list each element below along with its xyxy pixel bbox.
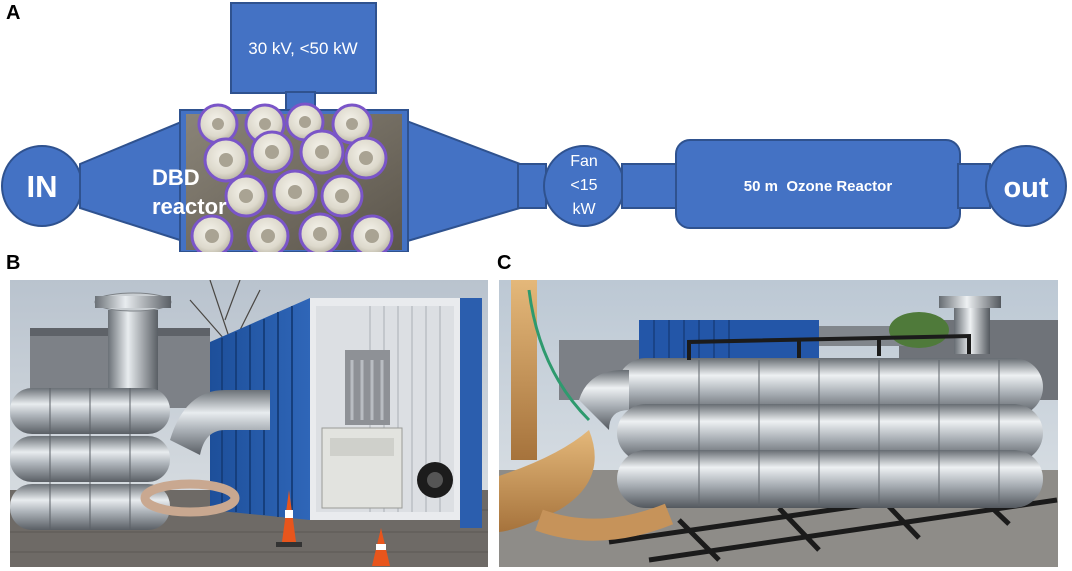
outlet-node: [985, 145, 1067, 227]
fan-label-3: kW: [572, 201, 596, 218]
dbd-reactor-label-1: DBD: [152, 165, 200, 190]
ozone-reactor-label: 50 m Ozone Reactor: [744, 178, 893, 195]
dbd-reactor-label-2: reactor: [152, 194, 227, 219]
duct-to-ozone: [621, 163, 679, 209]
panel-label-c: C: [497, 252, 512, 274]
outlet-label: out: [1003, 172, 1048, 204]
inlet-label: IN: [27, 169, 58, 204]
duct-to-fan: [517, 163, 547, 209]
outlet-diffuser: [403, 118, 521, 244]
fan-label-1: Fan: [570, 153, 598, 170]
panel-label-b: B: [6, 252, 21, 274]
process-flow-diagram: IN 30 kV, <50 kW: [1, 2, 1067, 252]
fan-label-2: <15: [570, 177, 597, 194]
duct-to-outlet: [957, 163, 991, 209]
dbd-electrode-photo: [190, 102, 394, 252]
container-photo: [10, 280, 488, 567]
ozone-reactor-photo: [499, 280, 1058, 567]
panel-label-a: A: [6, 2, 21, 24]
power-supply-label: 30 kV, <50 kW: [248, 39, 357, 58]
